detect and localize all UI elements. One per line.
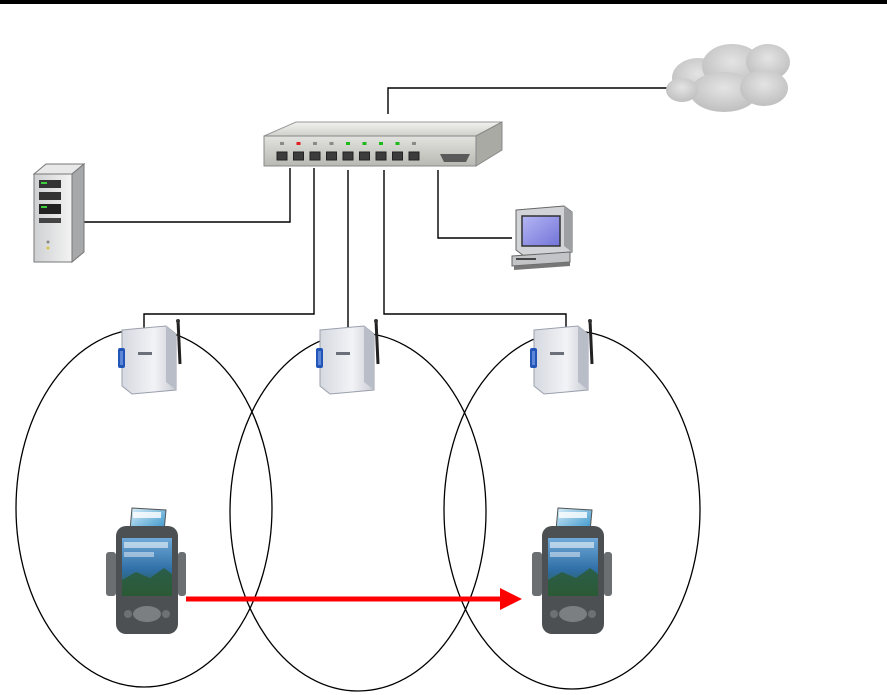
port-led (280, 142, 284, 145)
link-switch-server (84, 168, 290, 222)
header-rule (0, 0, 887, 4)
switch-port (294, 152, 304, 160)
wireless-access-point-icon (530, 319, 592, 394)
pda-with-card-icon (106, 508, 186, 634)
switch-port (360, 152, 370, 160)
port-led (346, 142, 350, 145)
port-led (313, 142, 317, 145)
roaming-arrow (186, 588, 522, 610)
port-led (412, 142, 416, 145)
port-led (363, 142, 367, 145)
switch-port (310, 152, 320, 160)
cloud-icon (666, 44, 790, 112)
desktop-computer-icon (512, 206, 572, 270)
pda-with-card-icon (532, 508, 612, 634)
port-led (379, 142, 383, 145)
link-switch-ap-1 (144, 168, 314, 346)
switch-port (393, 152, 403, 160)
port-led (297, 142, 301, 145)
port-led (396, 142, 400, 145)
network-switch-icon (264, 122, 502, 166)
port-led (330, 142, 334, 145)
switch-port (343, 152, 353, 160)
link-switch-workstation (438, 170, 512, 238)
server-tower-icon (34, 164, 84, 262)
wireless-access-point-icon (316, 319, 378, 394)
switch-port (376, 152, 386, 160)
switch-port (327, 152, 337, 160)
switch-port (409, 152, 419, 160)
switch-port (277, 152, 287, 160)
wireless-access-point-icon (118, 319, 180, 394)
link-switch-internet (388, 88, 668, 114)
